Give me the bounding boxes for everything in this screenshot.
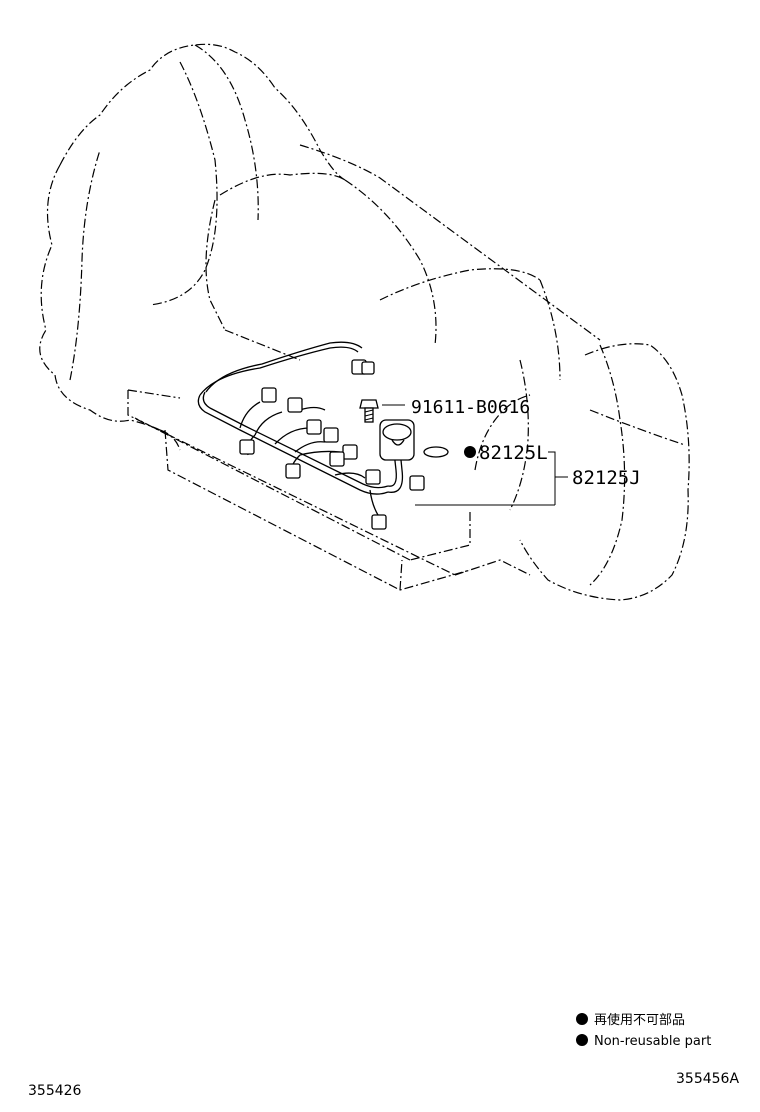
- legend-bullet-icon: [576, 1034, 588, 1046]
- leader-lines: [382, 404, 568, 506]
- gasket-drawing: [423, 446, 449, 458]
- part-number-gasket[interactable]: 82125L: [479, 442, 548, 464]
- part-number-bolt[interactable]: 91611-B0616: [411, 397, 530, 418]
- reference-code-right: 355456A: [676, 1071, 739, 1087]
- legend: 再使用不可部品 Non-reusable part: [576, 1012, 711, 1049]
- non-reusable-bullet-icon: [464, 446, 476, 458]
- legend-english: Non-reusable part: [594, 1034, 711, 1049]
- legend-japanese: 再使用不可部品: [594, 1012, 685, 1028]
- reference-code-left: 355426: [28, 1083, 82, 1099]
- part-number-harness[interactable]: 82125J: [572, 467, 641, 489]
- bolt-drawing: [359, 399, 379, 423]
- transmission-outline: [39, 43, 690, 601]
- legend-bullet-icon: [576, 1013, 588, 1025]
- wire-harness-drawing: [197, 341, 425, 530]
